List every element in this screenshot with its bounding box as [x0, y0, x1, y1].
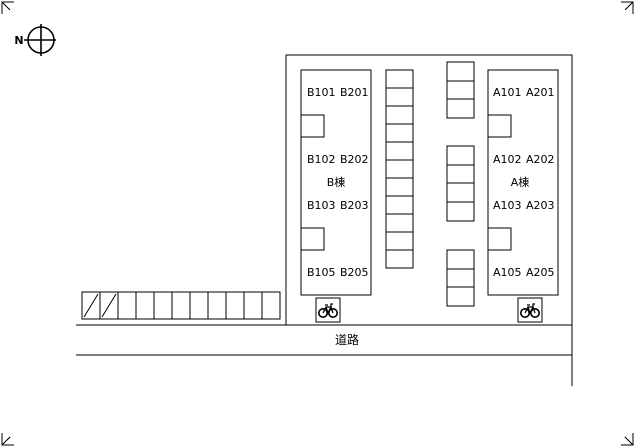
- hatched-space-mark: [101, 293, 117, 318]
- road-label: 道路: [335, 332, 359, 347]
- parking-space: [385, 195, 414, 215]
- unit-b203: B203: [340, 199, 369, 212]
- parking-space: [446, 182, 475, 203]
- unit-b201: B201: [340, 86, 369, 99]
- parking-space: [153, 291, 173, 320]
- unit-b102: B102: [307, 153, 336, 166]
- parking-center-column: [385, 69, 414, 269]
- parking-bottom-row: [81, 291, 281, 320]
- unit-a103: A103: [493, 199, 522, 212]
- bicycle-parking-a: [517, 297, 543, 323]
- parking-space: [207, 291, 227, 320]
- parking-space: [243, 291, 263, 320]
- building-a: A101 A201 A102 A202 A棟 A103 A203 A105 A2…: [487, 69, 559, 296]
- parking-space: [135, 291, 155, 320]
- unit-b205: B205: [340, 266, 369, 279]
- parking-space: [446, 286, 475, 307]
- parking-space: [171, 291, 191, 320]
- building-a-notch: [487, 227, 512, 251]
- unit-a101: A101: [493, 86, 522, 99]
- parking-space: [446, 145, 475, 166]
- parking-space: [446, 80, 475, 101]
- building-b-name: B棟: [327, 175, 346, 189]
- bicycle-parking-b: [315, 297, 341, 323]
- parking-space: [446, 164, 475, 185]
- unit-a102: A102: [493, 153, 522, 166]
- parking-space: [189, 291, 209, 320]
- parking-space: [385, 159, 414, 179]
- compass-north-icon: N: [14, 24, 56, 56]
- parking-space: [446, 268, 475, 289]
- parking-space: [385, 231, 414, 251]
- parking-space: [446, 201, 475, 222]
- site-boundary: [285, 54, 573, 386]
- unit-a105: A105: [493, 266, 522, 279]
- parking-space: [446, 61, 475, 82]
- unit-b103: B103: [307, 199, 336, 212]
- parking-space: [117, 291, 137, 320]
- building-a-name: A棟: [511, 175, 530, 189]
- parking-space: [385, 123, 414, 143]
- parking-right-column: [446, 61, 475, 307]
- parking-space: [385, 87, 414, 107]
- unit-a203: A203: [526, 199, 555, 212]
- parking-space: [225, 291, 245, 320]
- parking-space: [385, 249, 414, 269]
- unit-b101: B101: [307, 86, 336, 99]
- building-b: B101 B201 B102 B202 B棟 B103 B203 B105 B2…: [300, 69, 372, 296]
- building-b-notch: [300, 227, 325, 251]
- unit-a201: A201: [526, 86, 555, 99]
- parking-space: [261, 291, 281, 320]
- compass-north-letter: N: [14, 34, 23, 47]
- bicycle-icon: [517, 297, 543, 323]
- unit-b105: B105: [307, 266, 336, 279]
- unit-a202: A202: [526, 153, 555, 166]
- road: 道路: [76, 324, 572, 356]
- unit-a205: A205: [526, 266, 555, 279]
- parking-space: [385, 141, 414, 161]
- bicycle-icon: [315, 297, 341, 323]
- hatched-space-mark: [83, 293, 99, 318]
- parking-space: [446, 249, 475, 270]
- parking-space: [385, 213, 414, 233]
- unit-b202: B202: [340, 153, 369, 166]
- parking-space: [385, 105, 414, 125]
- parking-space: [446, 98, 475, 119]
- parking-space: [385, 177, 414, 197]
- building-a-notch: [487, 114, 512, 138]
- building-b-notch: [300, 114, 325, 138]
- parking-space: [385, 69, 414, 89]
